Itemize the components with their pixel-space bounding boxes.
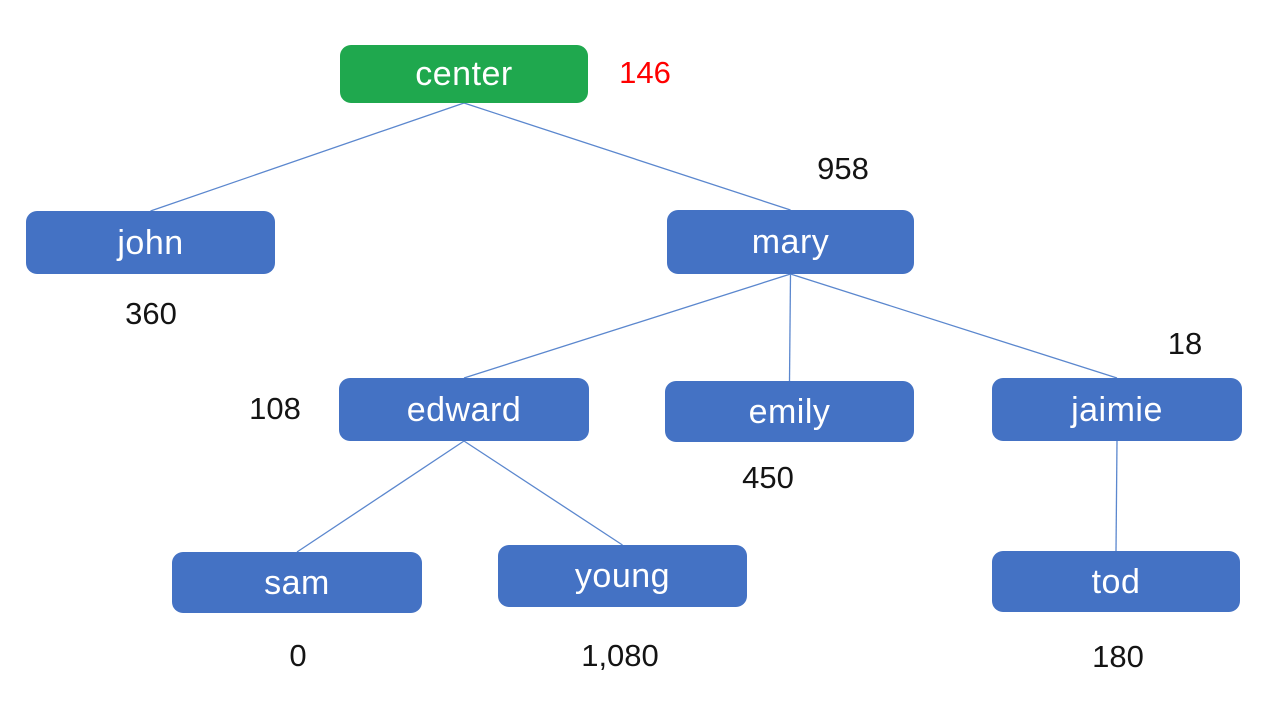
tree-node-mary: mary: [667, 210, 914, 274]
node-label: sam: [264, 563, 330, 602]
node-value-john: 360: [125, 296, 177, 331]
tree-node-emily: emily: [665, 381, 914, 442]
tree-node-center: center: [340, 45, 588, 103]
node-label: jaimie: [1071, 390, 1163, 429]
tree-edge-center-john: [150, 102, 465, 212]
tree-edge-mary-edward: [463, 273, 791, 379]
node-label: center: [415, 55, 513, 93]
node-value-center: 146: [619, 55, 671, 90]
tree-node-young: young: [498, 545, 747, 607]
tree-edge-edward-sam: [296, 440, 465, 553]
tree-node-jaimie: jaimie: [992, 378, 1242, 441]
tree-edge-mary-emily: [788, 273, 792, 382]
tree-node-sam: sam: [172, 552, 422, 613]
node-label: edward: [406, 390, 522, 429]
node-label: emily: [748, 392, 831, 431]
node-value-emily: 450: [742, 460, 794, 495]
tree-edge-edward-young: [463, 440, 623, 546]
tree-edge-center-mary: [463, 102, 791, 211]
node-value-young: 1,080: [581, 638, 659, 673]
node-label: young: [574, 557, 671, 595]
node-value-jaimie: 18: [1167, 326, 1203, 361]
tree-edge-mary-jaimie: [790, 273, 1118, 379]
tree-node-john: john: [26, 211, 275, 274]
node-value-tod: 180: [1092, 639, 1144, 674]
node-label: tod: [1091, 562, 1141, 601]
tree-node-edward: edward: [339, 378, 589, 441]
node-value-sam: 0: [289, 638, 307, 673]
node-label: john: [117, 223, 184, 262]
tree-edge-jaimie-tod: [1115, 440, 1118, 552]
node-value-mary: 958: [817, 151, 869, 186]
node-label: mary: [751, 223, 830, 261]
node-value-edward: 108: [249, 391, 301, 426]
tree-node-tod: tod: [992, 551, 1240, 612]
